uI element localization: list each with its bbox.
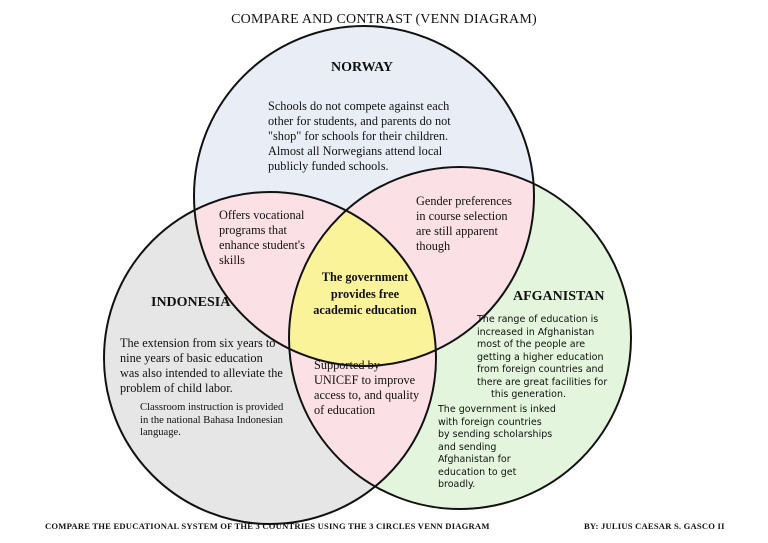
- norway-circle-outline: [193, 25, 535, 367]
- indonesia-label: INDONESIA: [151, 295, 231, 310]
- text-line: access to, and quality: [314, 388, 420, 402]
- text-line: programs that: [219, 223, 287, 237]
- text-line: Supported by: [314, 358, 380, 372]
- text-line: nine years of basic education: [120, 351, 263, 365]
- text-line: academic education: [313, 303, 417, 317]
- text-line: getting a higher education: [477, 351, 604, 363]
- text-line: Almost all Norwegians attend local: [268, 144, 443, 158]
- text-line: in the national Bahasa Indonesian: [140, 414, 283, 426]
- text-line: though: [416, 239, 451, 253]
- text-line: Classroom instruction is provided: [140, 402, 284, 413]
- text-line: enhance student's: [219, 238, 305, 252]
- norway-indonesia-text: Offers vocational programs that enhance …: [219, 208, 329, 268]
- text-line: language.: [140, 427, 181, 438]
- indonesia-text: The extension from six years to nine yea…: [120, 336, 300, 396]
- norway-afganistan-text: Gender preferences in course selection a…: [416, 194, 531, 254]
- footer-author: BY: JULIUS CAESAR S. GASCO II: [584, 521, 725, 531]
- text-line: The extension from six years to: [120, 336, 276, 350]
- indonesia-afganistan-text: Supported by UNICEF to improve access to…: [314, 358, 439, 418]
- text-line: skills: [219, 253, 245, 267]
- text-line: publicly funded schools.: [268, 159, 389, 173]
- text-line: in course selection: [416, 209, 508, 223]
- afganistan-circle-outline: [288, 166, 632, 510]
- text-line: The government: [321, 270, 409, 284]
- text-line: this generation.: [491, 389, 567, 400]
- text-line: Afghanistan for: [438, 454, 511, 465]
- indonesia-text-2: Classroom instruction is provided in the…: [140, 402, 310, 440]
- text-line: "shop" for schools for their children.: [268, 129, 449, 143]
- text-line: The range of education is: [477, 314, 599, 325]
- text-line: are still apparent: [416, 224, 498, 238]
- page-title: COMPARE AND CONTRAST (VENN DIAGRAM): [231, 12, 537, 27]
- text-line: there are great facilities for: [477, 376, 608, 388]
- text-line: most of the people are: [477, 339, 586, 350]
- text-line: problem of child labor.: [120, 381, 233, 395]
- afganistan-label: AFGANISTAN: [513, 289, 605, 304]
- afganistan-text: The range of education is increased in A…: [477, 314, 627, 402]
- text-line: by sending scholarships: [438, 429, 553, 440]
- text-line: other for students, and parents do not: [268, 114, 451, 128]
- text-line: Gender preferences: [416, 194, 512, 208]
- footer-caption: COMPARE THE EDUCATIONAL SYSTEM OF THE 3 …: [45, 521, 490, 531]
- text-line: Offers vocational: [219, 208, 305, 222]
- text-line: education to get: [438, 466, 517, 478]
- center-text: The government provides free academic ed…: [301, 269, 429, 319]
- indonesia-circle-outline: [103, 191, 437, 525]
- afganistan-text-2: The government is inked with foreign cou…: [438, 404, 568, 492]
- text-line: broadly.: [438, 479, 476, 490]
- text-line: Schools do not compete against each: [268, 99, 450, 113]
- text-line: was also intended to alleviate the: [120, 366, 283, 380]
- norway-text: Schools do not compete against each othe…: [268, 99, 483, 174]
- text-line: from foreign countries and: [477, 364, 604, 375]
- text-line: with foreign countries: [438, 416, 542, 428]
- norway-label: NORWAY: [331, 60, 394, 75]
- text-line: provides free: [330, 286, 400, 301]
- text-line: The government is inked: [438, 404, 556, 415]
- text-line: UNICEF to improve: [314, 373, 416, 387]
- text-line: of education: [314, 403, 376, 417]
- text-line: and sending: [438, 441, 497, 453]
- text-line: increased in Afghanistan: [477, 326, 595, 338]
- center-overlap: [289, 192, 436, 366]
